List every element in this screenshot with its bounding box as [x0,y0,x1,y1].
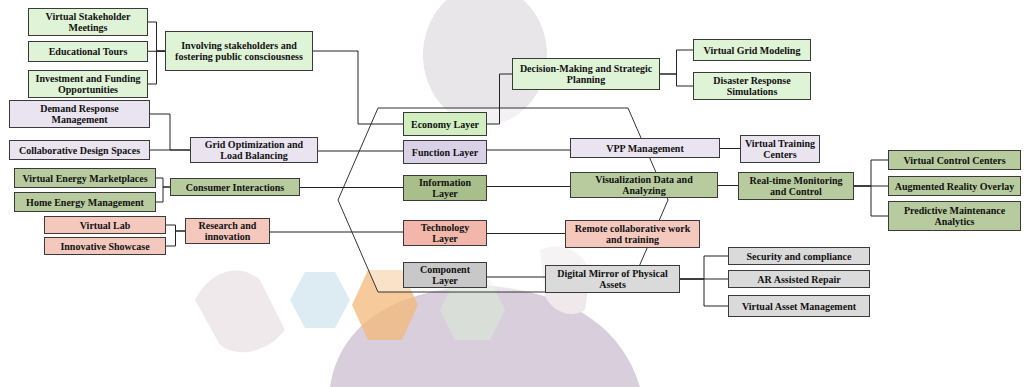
economy-box: Virtual Stakeholder Meetings [28,8,148,36]
connector-line [680,279,728,306]
node-label: Innovative Showcase [60,241,149,252]
economy-box: Educational Tours [28,41,148,62]
technology-box: Research and innovation [185,218,270,244]
technology-box: Remote collaborative work and training [565,220,700,248]
economy-box: Involving stakeholders and fostering pub… [165,31,313,71]
connector-line [156,178,170,187]
connector-line [487,150,570,151]
node-label: Consumer Interactions [186,182,284,193]
node-label: Demand Response Management [13,103,146,125]
connector-line [166,225,185,231]
function-box: VPP Management [570,138,720,158]
node-label: Home Energy Management [26,197,144,208]
economy-box: Decision-Making and Strategic Planning [512,58,660,90]
node-label: Virtual Lab [80,220,130,231]
function-box: Demand Response Management [9,100,150,128]
connector-line [313,51,403,124]
information-box: Predictive Maintenance Analytics [888,201,1021,231]
connector-line [156,187,170,202]
node-label: Virtual Control Centers [903,155,1005,166]
connector-line [487,74,512,124]
information-box: Visualization Data and Analyzing [570,172,718,198]
node-label: AR Assisted Repair [757,274,840,285]
connector-line [148,22,165,51]
connector-line [150,150,190,151]
connector-line [720,148,740,149]
left-hand [195,270,285,352]
connector-line [854,160,888,186]
technology-box: Virtual Lab [44,216,166,234]
decor-hexagon [290,272,350,328]
connector-line [148,51,165,84]
information-box: Augmented Reality Overlay [888,176,1021,196]
node-label: Virtual Energy Marketplaces [22,173,147,184]
function-box: Grid Optimization and Load Balancing [190,137,318,163]
component-box: Security and compliance [728,247,870,265]
connector-line [487,277,545,278]
node-label: Function Layer [412,147,478,158]
node-label: Remote collaborative work and training [569,223,696,245]
node-label: Virtual Stakeholder Meetings [32,11,144,33]
node-label: Virtual Training Centers [744,138,816,160]
information-box: Real-time Monitoring and Control [738,172,854,200]
connector-line [718,185,738,186]
node-label: Involving stakeholders and fostering pub… [169,40,309,62]
node-label: Augmented Reality Overlay [895,181,1014,192]
connector-line [487,233,565,234]
component-box: Virtual Asset Management [728,295,870,317]
connector-line [166,231,185,246]
layer-box: Economy Layer [403,112,487,136]
node-label: Virtual Grid Modeling [704,45,801,56]
economy-box: Disaster Response Simulations [693,72,811,100]
node-label: VPP Management [606,143,684,154]
node-label: Disaster Response Simulations [697,75,807,97]
connector-line [487,186,570,187]
function-box: Virtual Training Centers [740,135,820,163]
economy-box: Investment and Funding Opportunities [28,70,148,98]
node-label: Technology Layer [407,222,483,244]
node-label: Visualization Data and Analyzing [574,174,714,196]
connector-line [150,114,190,150]
node-label: Collaborative Design Spaces [19,145,140,156]
technology-box: Innovative Showcase [44,237,166,255]
node-label: Predictive Maintenance Analytics [892,205,1017,227]
economy-box: Virtual Grid Modeling [693,39,811,61]
connector-line [854,186,888,216]
node-label: Information Layer [407,177,483,199]
node-label: Economy Layer [411,119,479,130]
node-label: Virtual Asset Management [742,301,856,312]
connector-line [270,232,403,233]
node-label: Real-time Monitoring and Control [742,175,850,197]
information-box: Virtual Energy Marketplaces [14,168,156,188]
connector-line [300,187,403,188]
node-label: Investment and Funding Opportunities [32,73,144,95]
node-label: Security and compliance [747,251,852,262]
node-label: Digital Mirror of Physical Assets [549,268,676,290]
layer-box: Function Layer [403,140,487,164]
node-label: Grid Optimization and Load Balancing [194,139,314,161]
layer-box: Component Layer [403,262,487,288]
layer-box: Information Layer [403,175,487,201]
connector-line [680,256,728,279]
information-box: Home Energy Management [14,192,156,212]
node-label: Decision-Making and Strategic Planning [516,63,656,85]
component-box: Digital Mirror of Physical Assets [545,265,680,293]
node-label: Research and innovation [189,220,266,242]
connector-line [318,151,403,152]
connector-line [660,50,693,74]
information-box: Virtual Control Centers [888,150,1021,170]
information-box: Consumer Interactions [170,178,300,196]
node-label: Educational Tours [49,46,128,57]
node-label: Component Layer [407,264,483,286]
layer-box: Technology Layer [403,220,487,246]
function-box: Collaborative Design Spaces [9,140,150,160]
connector-line [660,74,693,86]
component-box: AR Assisted Repair [728,270,870,288]
